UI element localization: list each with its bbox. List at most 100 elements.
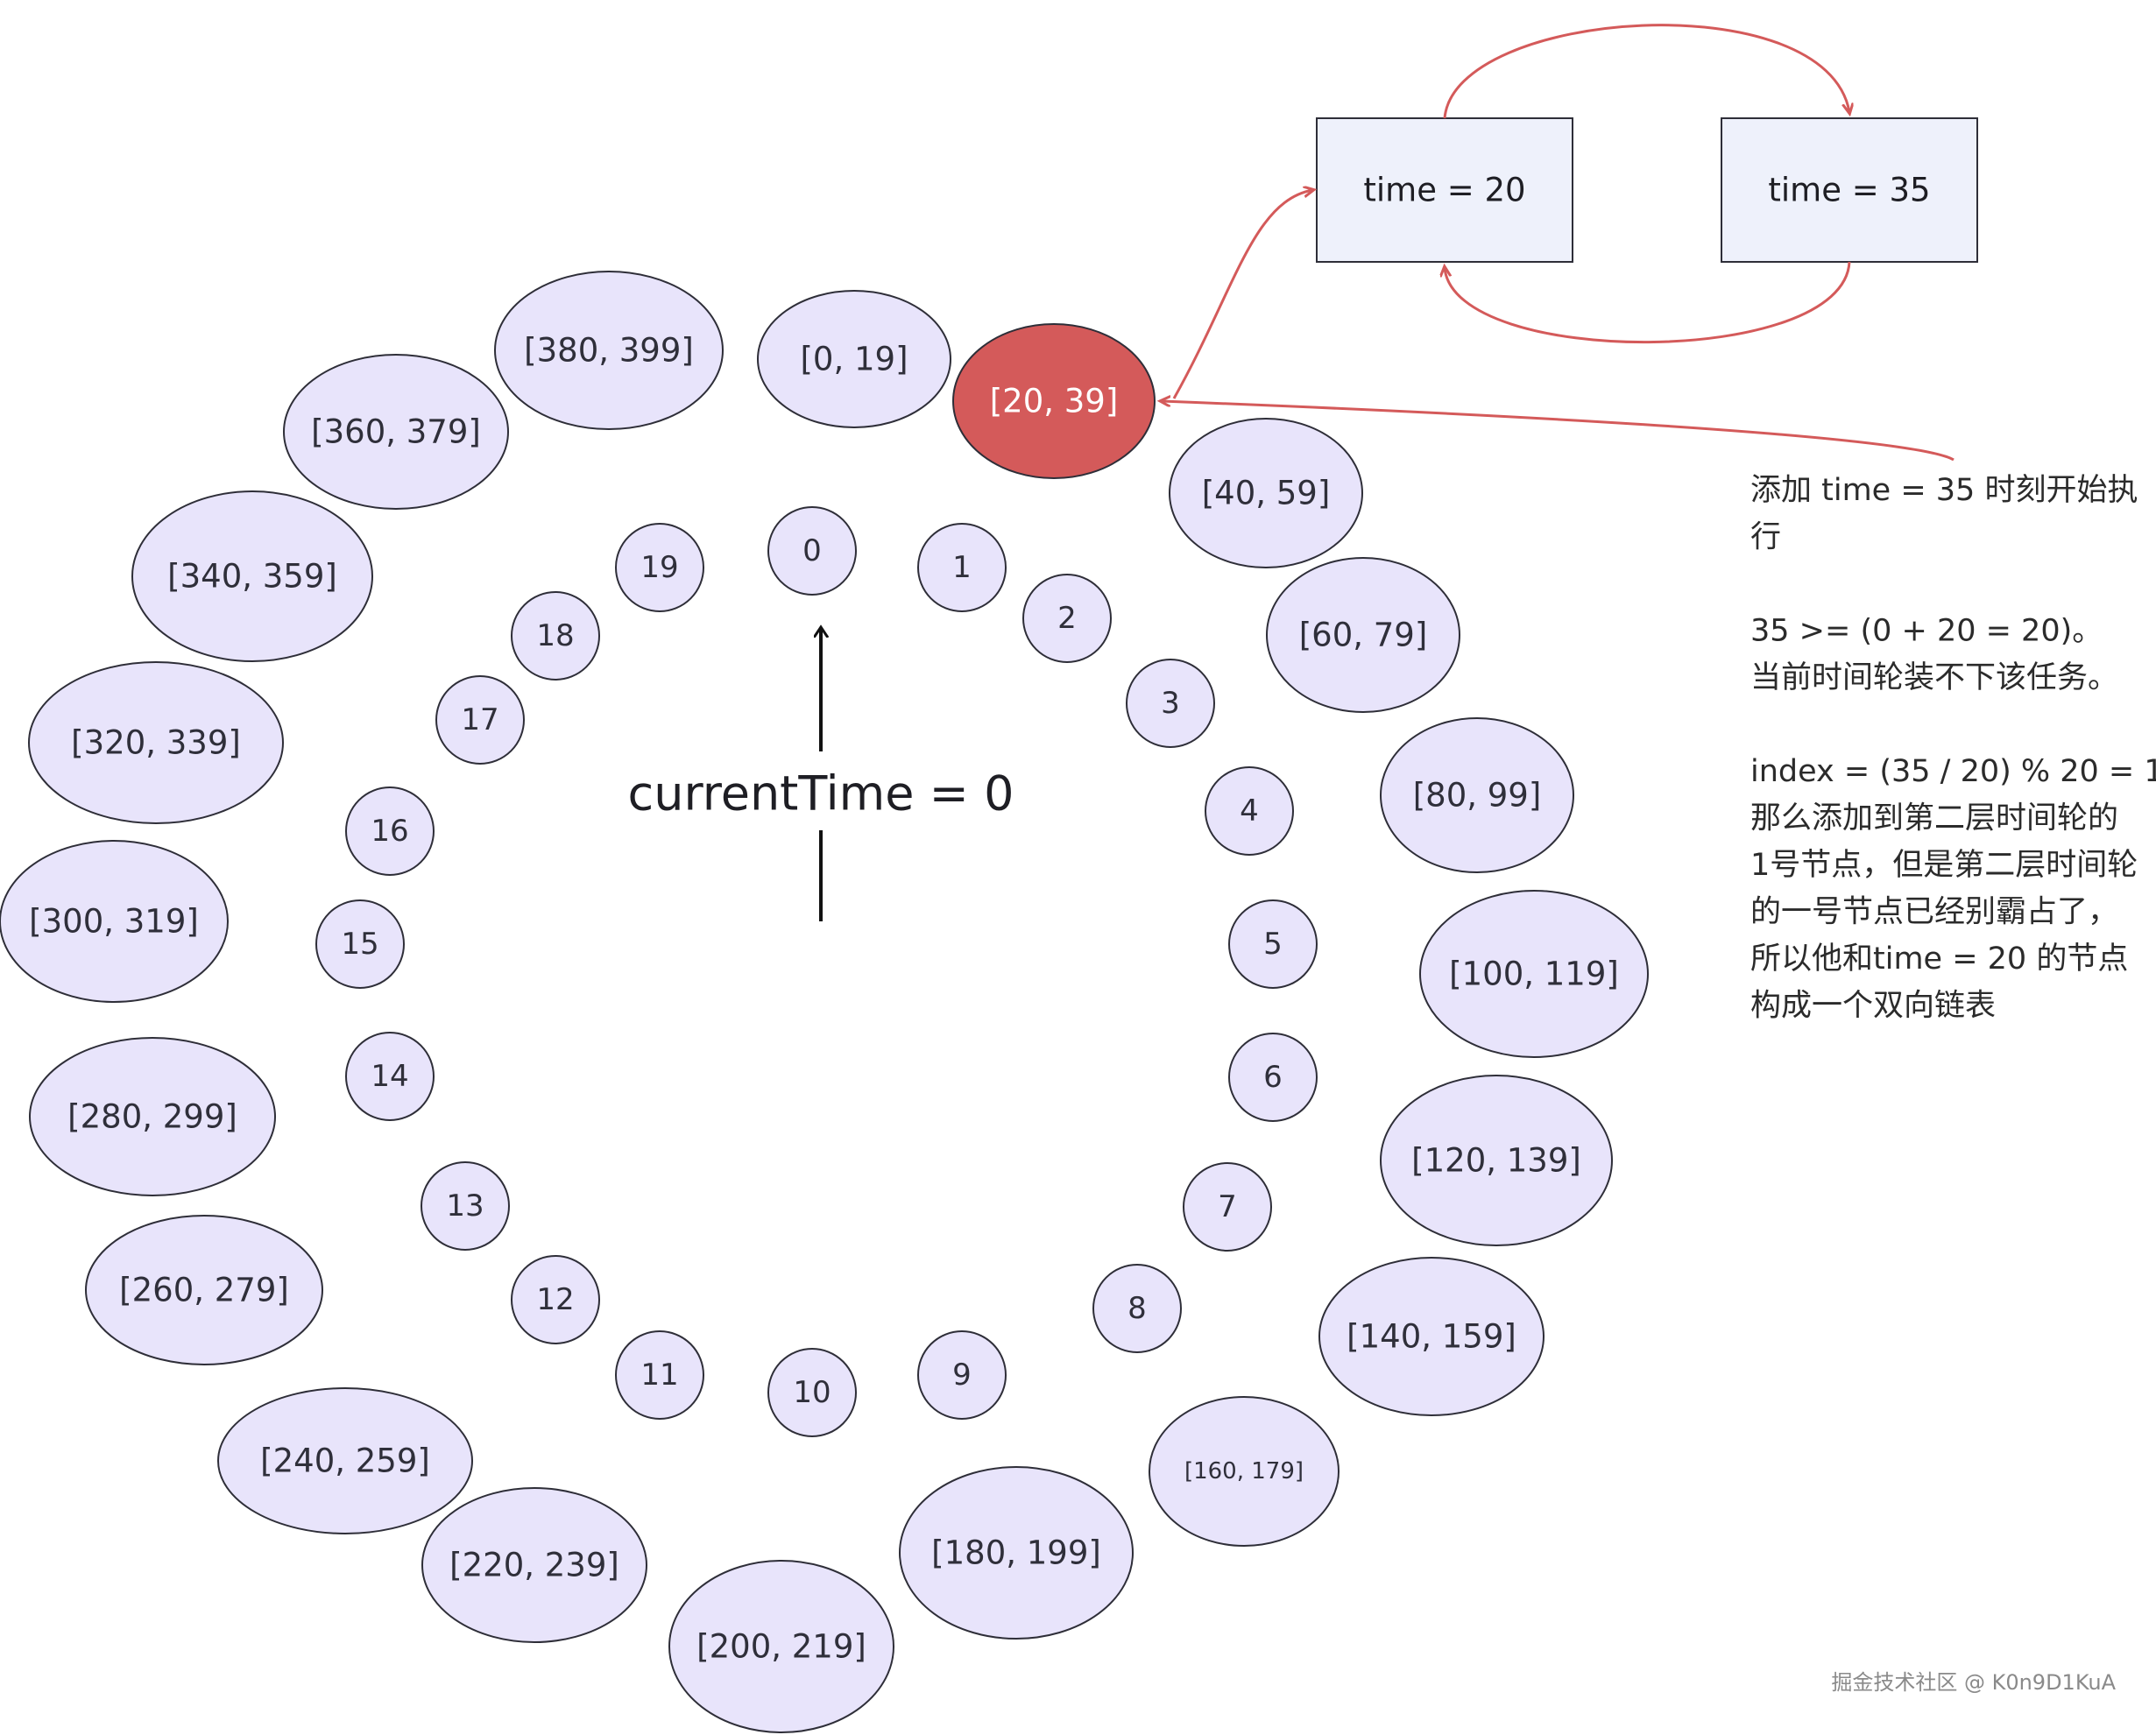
range-node: [200, 219] (668, 1560, 894, 1733)
slot-label: 4 (1240, 793, 1259, 829)
range-label: [40, 59] (1202, 475, 1331, 512)
range-label: [280, 299] (67, 1098, 237, 1136)
range-label: [320, 339] (71, 724, 241, 762)
note-line: 35 >= (0 + 20 = 20)。 (1750, 614, 2103, 649)
slot-node: 14 (345, 1032, 435, 1121)
note-line: 当前时间轮装不下该任务。 (1750, 660, 2118, 695)
slot-label: 15 (341, 927, 378, 962)
slot-label: 7 (1218, 1189, 1237, 1224)
slot-node: 15 (315, 899, 405, 989)
slot-label: 6 (1263, 1060, 1283, 1095)
slot-node: 12 (511, 1255, 600, 1344)
slot-label: 12 (536, 1282, 574, 1317)
current-time-pointer: currentTime = 0 (628, 629, 1014, 921)
slot-label: 17 (461, 702, 498, 737)
range-node: [300, 319] (0, 840, 229, 1003)
slot-label: 14 (371, 1059, 408, 1094)
range-label: [160, 179] (1184, 1458, 1304, 1485)
slot-label: 13 (446, 1188, 484, 1224)
range-node: [40, 59] (1169, 418, 1363, 568)
range-label: [260, 279] (119, 1272, 289, 1309)
slot-node: 9 (917, 1330, 1007, 1420)
note-line: 那么添加到第二层时间轮的 (1750, 801, 2118, 836)
list-node-time-35: time = 35 (1721, 117, 1978, 263)
prev-arrow (1445, 261, 1851, 344)
range-label: [100, 119] (1449, 956, 1619, 993)
note-line: 行 (1750, 520, 1781, 555)
note-pointer-arrow (1162, 401, 1955, 462)
outer-wheel: [0, 19] [20, 39] [40, 59] [60, 79] [80, … (0, 271, 1649, 1733)
slot-node: 4 (1205, 766, 1294, 856)
slot-label: 10 (793, 1375, 831, 1410)
range-node: [160, 179] (1149, 1396, 1340, 1547)
slot-node: 11 (615, 1330, 704, 1420)
range-node: [280, 299] (29, 1037, 276, 1196)
slot-label: 1 (952, 550, 972, 585)
slot-node: 5 (1228, 899, 1318, 989)
list-node-time-20: time = 20 (1316, 117, 1573, 263)
note-line: 构成一个双向链表 (1750, 989, 1996, 1024)
range-node: [80, 99] (1380, 717, 1574, 873)
slot-label: 11 (640, 1358, 678, 1393)
slot-node: 13 (421, 1161, 510, 1251)
range-label: [300, 319] (29, 903, 199, 941)
slot-label: 16 (371, 814, 408, 849)
slot-to-list-arrow (1172, 190, 1312, 399)
slot-node: 10 (767, 1348, 857, 1437)
slot-label: 5 (1263, 927, 1283, 962)
range-label: [120, 139] (1411, 1142, 1581, 1180)
slot-node: 18 (511, 591, 600, 681)
note-line: index = (35 / 20) % 20 = 1 (1750, 754, 2156, 789)
slot-label: 9 (952, 1358, 972, 1393)
slot-node: 1 (917, 523, 1007, 612)
range-label: [360, 379] (311, 413, 481, 451)
range-node: [380, 399] (494, 271, 724, 430)
slot-node: 0 (767, 506, 857, 596)
range-node: [340, 359] (131, 490, 373, 662)
range-node: [0, 19] (757, 290, 951, 428)
range-label: [380, 399] (524, 332, 694, 370)
range-label: [340, 359] (167, 558, 337, 596)
range-node: [140, 159] (1318, 1257, 1545, 1416)
current-time-label: currentTime = 0 (628, 766, 1014, 822)
range-label: [220, 239] (449, 1547, 619, 1584)
range-label: [60, 79] (1299, 617, 1428, 654)
list-node-label: time = 20 (1363, 172, 1525, 209)
range-node: [100, 119] (1419, 890, 1649, 1058)
linked-list: time = 20 time = 35 (1172, 24, 1978, 399)
range-label: [80, 99] (1413, 777, 1542, 815)
slot-label: 0 (802, 533, 822, 568)
slot-label: 2 (1057, 601, 1077, 636)
slot-node: 19 (615, 523, 704, 612)
range-node: [360, 379] (283, 354, 509, 510)
watermark: 掘金技术社区 @ K0n9D1KuA (1831, 1670, 2116, 1695)
range-label: [240, 259] (260, 1442, 430, 1480)
slot-node: 8 (1092, 1264, 1182, 1353)
range-node: [220, 239] (421, 1487, 647, 1643)
slot-label: 3 (1161, 686, 1180, 721)
slot-node: 2 (1022, 574, 1112, 663)
range-label: [0, 19] (800, 341, 908, 378)
range-label: [200, 219] (696, 1628, 866, 1666)
slot-label: 19 (640, 550, 678, 585)
slot-node: 17 (435, 675, 525, 765)
note-line: 所以他和time = 20 的节点 (1750, 942, 2128, 977)
range-label: [140, 159] (1347, 1318, 1516, 1356)
inner-wheel: 0 1 2 3 4 5 6 7 8 9 10 11 12 13 14 15 16… (315, 506, 1318, 1437)
slot-label: 18 (536, 618, 574, 653)
slot-node: 3 (1126, 659, 1215, 748)
note-line: 1号节点，但是第二层时间轮 (1750, 848, 2138, 883)
range-node: [260, 279] (85, 1215, 323, 1365)
note-line: 的一号节点已经别霸占了， (1750, 895, 2118, 930)
list-node-label: time = 35 (1768, 172, 1930, 209)
range-node: [320, 339] (28, 661, 284, 824)
range-node-active: [20, 39] (952, 323, 1156, 479)
range-node: [60, 79] (1266, 557, 1460, 713)
range-node: [180, 199] (899, 1466, 1134, 1640)
slot-label: 8 (1127, 1291, 1147, 1326)
range-node: [120, 139] (1380, 1075, 1613, 1246)
note-line: 添加 time = 35 时刻开始执 (1750, 473, 2138, 508)
range-node: [240, 259] (217, 1387, 473, 1534)
